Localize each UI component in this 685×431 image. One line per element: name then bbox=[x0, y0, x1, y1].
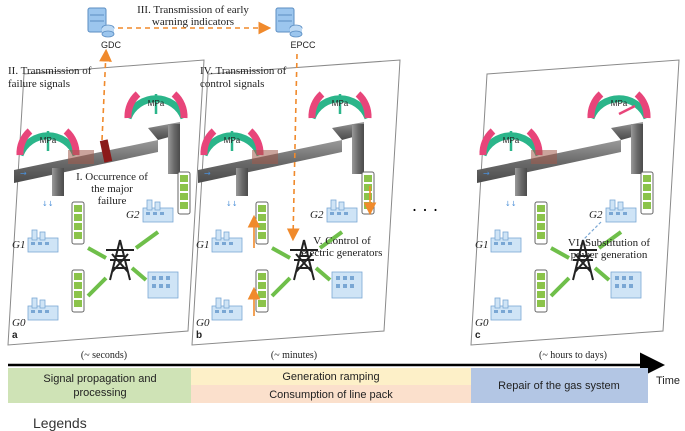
ellipsis: · · · bbox=[412, 200, 439, 220]
failure-signal-arrow bbox=[99, 48, 112, 141]
power-flow-arrow bbox=[87, 246, 107, 260]
gas-flow-icon: → bbox=[204, 169, 211, 178]
panel-letter: b bbox=[196, 330, 202, 341]
pressure-gauge-icon: MPa bbox=[312, 94, 368, 118]
panel-top-label: II. Transmission of bbox=[8, 65, 92, 77]
power-flow-arrow bbox=[134, 230, 160, 250]
generator-label: G0 bbox=[475, 317, 489, 329]
gas-flow-icon: → bbox=[20, 169, 27, 178]
power-flow-arrow bbox=[318, 230, 344, 250]
gas-flow-icon: → bbox=[483, 169, 490, 178]
phase-generation-ramping bbox=[191, 368, 471, 385]
early-warning-label-line2: warning indicators bbox=[152, 16, 234, 28]
generator-label: G1 bbox=[12, 239, 25, 251]
panel-top-label: IV. Transmission of bbox=[200, 65, 287, 77]
power-flow-arrow bbox=[130, 266, 148, 282]
power-flow-arrow bbox=[86, 276, 108, 298]
substitution-link bbox=[582, 221, 602, 241]
generator-label: G1 bbox=[475, 239, 488, 251]
generator-label: G0 bbox=[12, 317, 26, 329]
load-building-icon bbox=[610, 271, 642, 299]
phase-line-pack bbox=[191, 385, 471, 403]
power-flow-arrow bbox=[597, 230, 623, 250]
early-warning-label-line1: III. Transmission of early bbox=[137, 4, 249, 16]
output-level-icon bbox=[534, 269, 548, 313]
pressure-gauge-icon: MPa bbox=[591, 94, 647, 118]
load-building-icon bbox=[147, 271, 179, 299]
panel-event-label: electric generators bbox=[302, 247, 383, 259]
panel-event-label: VI. Substitution of bbox=[568, 237, 651, 249]
phase2-bottom-label: Consumption of line pack bbox=[269, 389, 393, 401]
gas-pipeline bbox=[14, 122, 180, 196]
epcc-server-icon bbox=[275, 7, 303, 38]
gdc-label: GDC bbox=[101, 40, 122, 50]
pressure-gauge-icon: MPa bbox=[128, 94, 184, 118]
output-level-icon bbox=[255, 201, 269, 245]
panel-event-label: power generation bbox=[571, 249, 648, 261]
output-level-icon bbox=[640, 171, 654, 215]
generator-label: G1 bbox=[196, 239, 209, 251]
output-level-icon bbox=[177, 171, 191, 215]
power-flow-arrow bbox=[593, 266, 611, 282]
panel-letter: a bbox=[12, 330, 18, 341]
time-axis-label: Time bbox=[656, 375, 680, 387]
power-flow-arrow bbox=[549, 276, 571, 298]
pipe-failure-marker bbox=[99, 139, 113, 163]
panel-time-label: (~ seconds) bbox=[81, 350, 127, 361]
power-flow-arrow bbox=[270, 276, 292, 298]
generator-label: G2 bbox=[589, 209, 603, 221]
gauge-unit-label: MPa bbox=[148, 99, 165, 108]
output-level-icon bbox=[361, 171, 375, 215]
power-flow-arrow bbox=[550, 246, 570, 260]
gas-flow-icon: ↓↓ bbox=[42, 200, 54, 208]
panel-letter: c bbox=[475, 330, 481, 341]
generator-label: G2 bbox=[126, 209, 140, 221]
panel-time-label: (~ minutes) bbox=[271, 350, 317, 361]
phase2-top-label: Generation ramping bbox=[282, 371, 379, 383]
control-signal-arrow bbox=[286, 53, 300, 242]
phase-signal-propagation bbox=[8, 368, 191, 403]
power-flow-arrow bbox=[314, 266, 332, 282]
epcc-label: EPCC bbox=[290, 40, 316, 50]
panel-time-label: (~ hours to days) bbox=[539, 350, 607, 361]
pressure-gauge-icon: MPa bbox=[20, 131, 76, 155]
gas-flow-icon: ↓↓ bbox=[505, 200, 517, 208]
panel-top-label: failure signals bbox=[8, 78, 70, 90]
phase3-label: Repair of the gas system bbox=[498, 380, 620, 392]
generator-label: G0 bbox=[196, 317, 210, 329]
pressure-gauge-icon: MPa bbox=[204, 131, 260, 155]
gas-pipeline bbox=[198, 122, 364, 196]
phase1-line2: processing bbox=[73, 387, 126, 399]
panel-event-label: V. Control of bbox=[313, 235, 371, 247]
gauge-unit-label: MPa bbox=[40, 136, 57, 145]
gauge-unit-label: MPa bbox=[224, 136, 241, 145]
power-flow-arrow bbox=[271, 246, 291, 260]
panel-event-label: failure bbox=[98, 195, 127, 207]
load-building-icon bbox=[331, 271, 363, 299]
panel-top-label: control signals bbox=[200, 78, 264, 90]
generator-label: G2 bbox=[310, 209, 324, 221]
legend-heading: Legends bbox=[33, 415, 87, 431]
gauge-unit-label: MPa bbox=[332, 99, 349, 108]
gas-flow-icon: ↓↓ bbox=[226, 200, 238, 208]
output-level-icon bbox=[71, 269, 85, 313]
gauge-unit-label: MPa bbox=[503, 136, 520, 145]
panel-event-label: I. Occurrence of bbox=[76, 171, 148, 183]
gauge-unit-label: MPa bbox=[611, 99, 628, 108]
panel-event-label: the major bbox=[91, 183, 133, 195]
output-level-icon bbox=[71, 201, 85, 245]
output-level-icon bbox=[255, 269, 269, 313]
pressure-gauge-icon: MPa bbox=[483, 131, 539, 155]
phase1-line1: Signal propagation and bbox=[43, 373, 156, 385]
gas-pipeline bbox=[477, 122, 643, 196]
gdc-server-icon bbox=[87, 7, 115, 38]
phase-gas-repair bbox=[471, 368, 648, 403]
output-level-icon bbox=[534, 201, 548, 245]
